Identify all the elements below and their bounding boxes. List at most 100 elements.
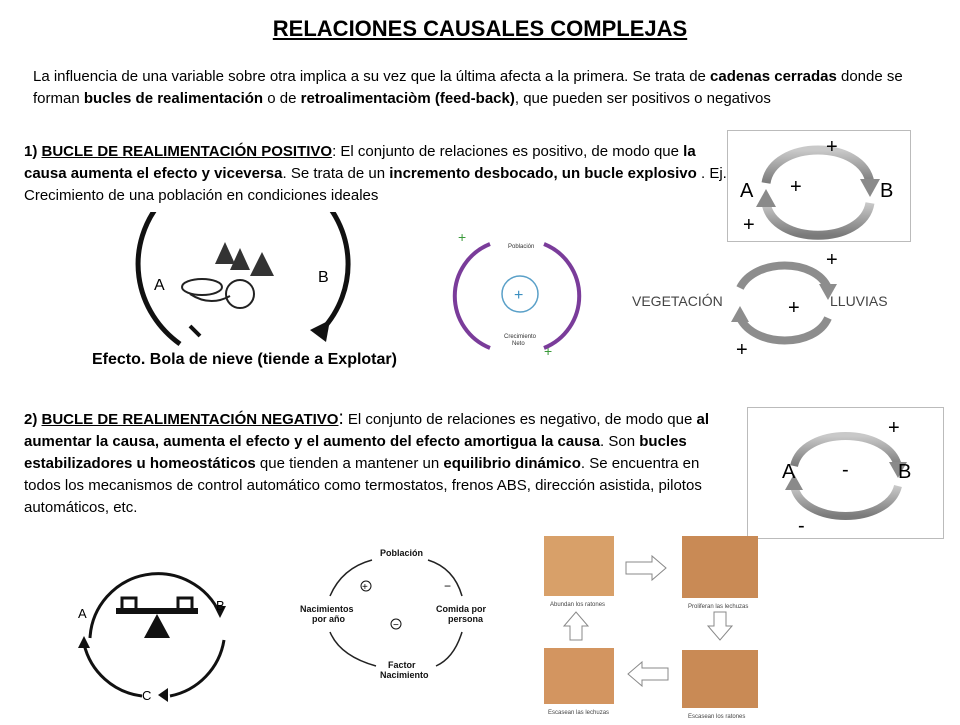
owls-image	[544, 536, 758, 708]
negative-loop-paragraph: 2) BUCLE DE REALIMENTACIÓN NEGATIVO: El …	[24, 408, 736, 519]
node-b: B	[216, 598, 225, 613]
section-bold: bucles estabilizadores u homeostáticos	[24, 433, 687, 472]
loop-arc	[736, 315, 832, 345]
loop-arrow	[435, 631, 463, 667]
section-bold: equilibrio dinámico	[443, 455, 581, 472]
caption-bl: Escasean las lechuzas	[548, 710, 609, 716]
loop-arc	[790, 484, 902, 520]
plus-circle	[360, 580, 372, 592]
sign-center: -	[842, 459, 849, 481]
section-colon: :	[338, 408, 344, 429]
intro-bold: retroalimentaciòm (feed-back)	[300, 90, 515, 107]
label-birth-factor-1: Factor	[388, 660, 416, 670]
intro-paragraph: La influencia de una variable sobre otra…	[33, 66, 933, 110]
node-a: A	[154, 277, 165, 294]
loop-arc	[761, 145, 875, 185]
sign-bottom: -	[798, 515, 805, 537]
loop-arc	[543, 242, 582, 350]
label-net: Neto	[512, 341, 525, 347]
caption-tr: Proliferan las lechuzas	[688, 604, 748, 610]
node-c: C	[142, 688, 151, 703]
vegetation-rain-diagram: VEGETACIÓN LLUVIAS + + +	[630, 248, 930, 363]
section-text: . Son	[600, 433, 640, 450]
node-b: B	[318, 269, 329, 286]
loop-arrow	[427, 559, 463, 597]
snowball-caption: Efecto. Bola de nieve (tiende a Explotar…	[92, 351, 397, 368]
node-vegetation: VEGETACIÓN	[632, 293, 723, 309]
intro-bold: bucles de realimentación	[83, 90, 264, 107]
arrowhead	[819, 284, 837, 300]
arrow-tick	[188, 324, 202, 338]
node-a: A	[78, 606, 87, 621]
section-text: que tienden a mantener un	[255, 455, 444, 472]
label-growth: Crecimiento	[504, 334, 537, 340]
arrowhead	[860, 179, 880, 197]
section-number: 1)	[24, 143, 42, 160]
page-title: RELACIONES CAUSALES COMPLEJAS	[272, 16, 688, 41]
loop-arc	[452, 242, 491, 350]
sign-top: +	[826, 136, 838, 158]
arrowhead	[310, 320, 330, 342]
snow-trees-icon	[181, 242, 274, 309]
arrowhead	[78, 636, 90, 648]
arrowhead	[731, 306, 749, 322]
label-population: Población	[380, 548, 423, 558]
intro-bold: cadenas cerradas	[710, 68, 837, 85]
sign-center: +	[788, 297, 800, 319]
arrowhead	[785, 474, 803, 490]
node-b: B	[898, 461, 911, 483]
section-text: . Se trata de un	[282, 165, 390, 182]
negative-loop-ab-diagram: A B + - -	[747, 407, 944, 539]
section-heading: BUCLE DE REALIMENTACIÓN NEGATIVO	[41, 411, 339, 428]
sign-center: +	[790, 176, 802, 198]
intro-text: o de	[263, 90, 301, 107]
label-population: Población	[508, 244, 534, 250]
snowball-diagram: A B Efecto. Bola de nieve (tiende a Expl…	[90, 161, 450, 372]
label-food-2: persona	[448, 614, 484, 624]
section-bold: incremento desbocado, un bucle explosivo	[389, 165, 697, 182]
arrowhead	[889, 462, 907, 478]
loop-arc	[761, 201, 875, 240]
section-text: . Ej. Crecimiento de una población en co…	[24, 165, 727, 204]
label-birth-factor-2: Nacimiento	[380, 670, 429, 680]
bottom-plus: +	[544, 343, 552, 359]
arrowhead	[158, 688, 168, 702]
top-plus: +	[458, 230, 466, 245]
label-births-2: por año	[312, 614, 346, 624]
minus-circle	[390, 618, 402, 630]
node-a: A	[782, 461, 796, 483]
center-circle	[501, 275, 539, 313]
center-plus: +	[514, 287, 523, 304]
arrowhead	[214, 606, 226, 618]
sign-bottom: +	[736, 339, 748, 361]
positive-loop-paragraph: 1) BUCLE DE REALIMENTACIÓN POSITIVO: El …	[24, 141, 730, 207]
node-rain: LLUVIAS	[830, 293, 888, 309]
intro-text: , que pueden ser positivos o negativos	[514, 90, 771, 107]
node-a: A	[740, 180, 754, 202]
section-text: : El conjunto de relaciones es positivo,…	[332, 143, 684, 160]
node-b: B	[880, 180, 893, 202]
cycle-arrows-icon	[562, 554, 734, 688]
seesaw-diagram: A B C	[70, 548, 250, 718]
loop-arc	[790, 432, 902, 468]
loop-arc	[736, 261, 832, 291]
intro-text: La influencia de una variable sobre otra…	[33, 68, 711, 85]
loop-arc	[169, 639, 226, 698]
section-text: . Se encuentra en todos los mecanismos d…	[24, 455, 702, 516]
section-heading: BUCLE DE REALIMENTACIÓN POSITIVO	[41, 143, 333, 160]
population-negative-loop: Población Nacimientos por año Comida por…	[296, 540, 506, 720]
owls-mice-diagram: Abundan los ratones Proliferan las lechu…	[540, 530, 780, 720]
sign-top: +	[826, 249, 838, 271]
section-number: 2)	[24, 411, 42, 428]
population-positive-loop: + + + Población Crecimiento Neto	[452, 229, 582, 360]
positive-loop-ab-diagram: A B + + +	[727, 130, 911, 242]
plus-sign: +	[362, 582, 368, 593]
caption-br: Escasean los ratones	[688, 714, 745, 720]
intro-text: donde se forman	[33, 68, 903, 107]
seesaw-icon	[116, 596, 198, 638]
sign-top: +	[888, 417, 900, 439]
caption-tl: Abundan los ratones	[550, 602, 605, 608]
sign-bottom: +	[743, 214, 755, 236]
center-minus: −	[393, 620, 399, 631]
label-births-1: Nacimientos	[300, 604, 354, 614]
